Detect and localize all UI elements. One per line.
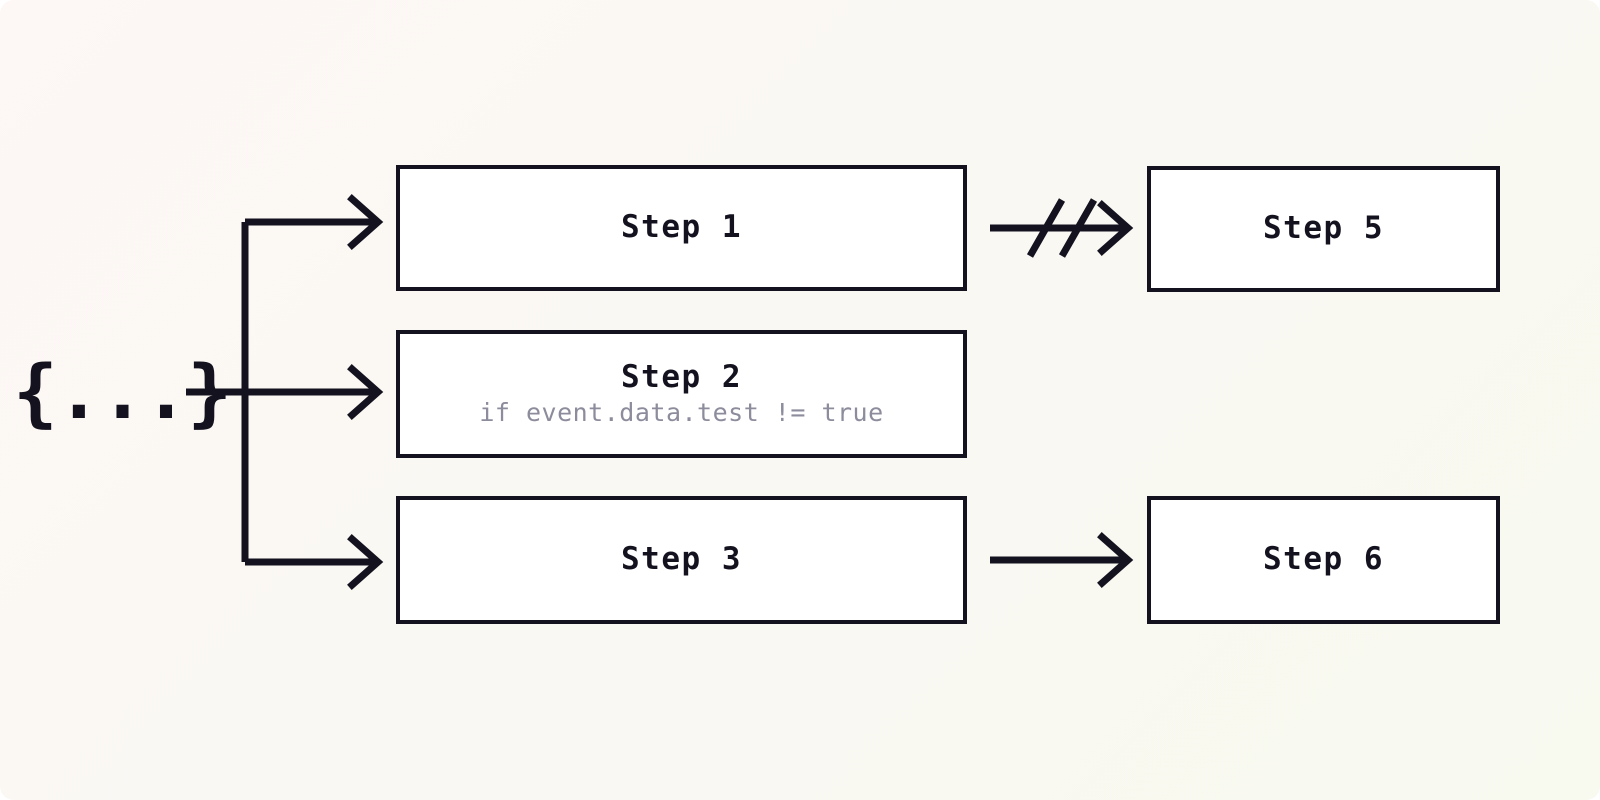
event-payload-glyph: {...}	[13, 350, 232, 436]
edge-source-to-step2	[245, 364, 384, 420]
edge-step3-to-step6	[990, 532, 1134, 588]
node-step5-title: Step 5	[1263, 210, 1384, 247]
node-step3[interactable]: Step 3	[396, 496, 967, 624]
node-step6[interactable]: Step 6	[1147, 496, 1500, 624]
edge-step1-to-step5-skipped	[990, 198, 1134, 258]
node-step6-title: Step 6	[1263, 541, 1384, 578]
node-step2-condition: if event.data.test != true	[479, 397, 884, 427]
node-step2-title: Step 2	[621, 359, 742, 396]
node-step1-title: Step 1	[621, 209, 742, 246]
node-step2[interactable]: Step 2 if event.data.test != true	[396, 330, 967, 458]
edge-source-to-step3	[245, 534, 384, 590]
node-step3-title: Step 3	[621, 541, 742, 578]
node-step1[interactable]: Step 1	[396, 165, 967, 291]
node-step5[interactable]: Step 5	[1147, 166, 1500, 292]
event-payload-icon: {...}	[13, 340, 232, 446]
